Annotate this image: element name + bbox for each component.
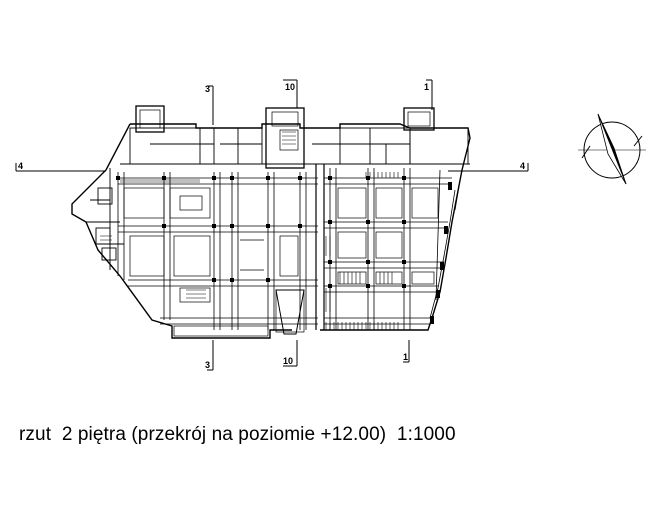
section-label-top-1: 1 — [424, 82, 429, 92]
section-line-1 — [403, 79, 433, 363]
section-label-bottom-3: 3 — [205, 360, 210, 370]
section-label-top-3: 3 — [205, 84, 210, 94]
window-rows — [100, 172, 399, 330]
section-label-bottom-1: 1 — [403, 352, 408, 362]
structural-grid-right — [324, 168, 452, 330]
pillars — [116, 176, 452, 324]
rooms-right — [337, 187, 439, 285]
stair-cores — [135, 105, 435, 169]
section-label-left-4: 4 — [18, 161, 23, 171]
north-arrow-icon — [578, 113, 646, 185]
section-label-bottom-10: 10 — [283, 356, 293, 366]
section-label-right-4: 4 — [520, 161, 525, 171]
section-line-10 — [283, 79, 298, 367]
rooms-left — [123, 187, 305, 337]
section-label-top-10: 10 — [285, 82, 295, 92]
floor-plan-drawing: 3 10 1 3 10 1 4 4 — [15, 79, 646, 371]
left-wedge — [86, 168, 124, 270]
section-line-3 — [207, 85, 214, 371]
structural-grid-left — [117, 164, 325, 330]
upper-wing — [120, 127, 470, 165]
drawing-caption: rzut 2 piętra (przekrój na poziomie +12.… — [19, 424, 456, 445]
